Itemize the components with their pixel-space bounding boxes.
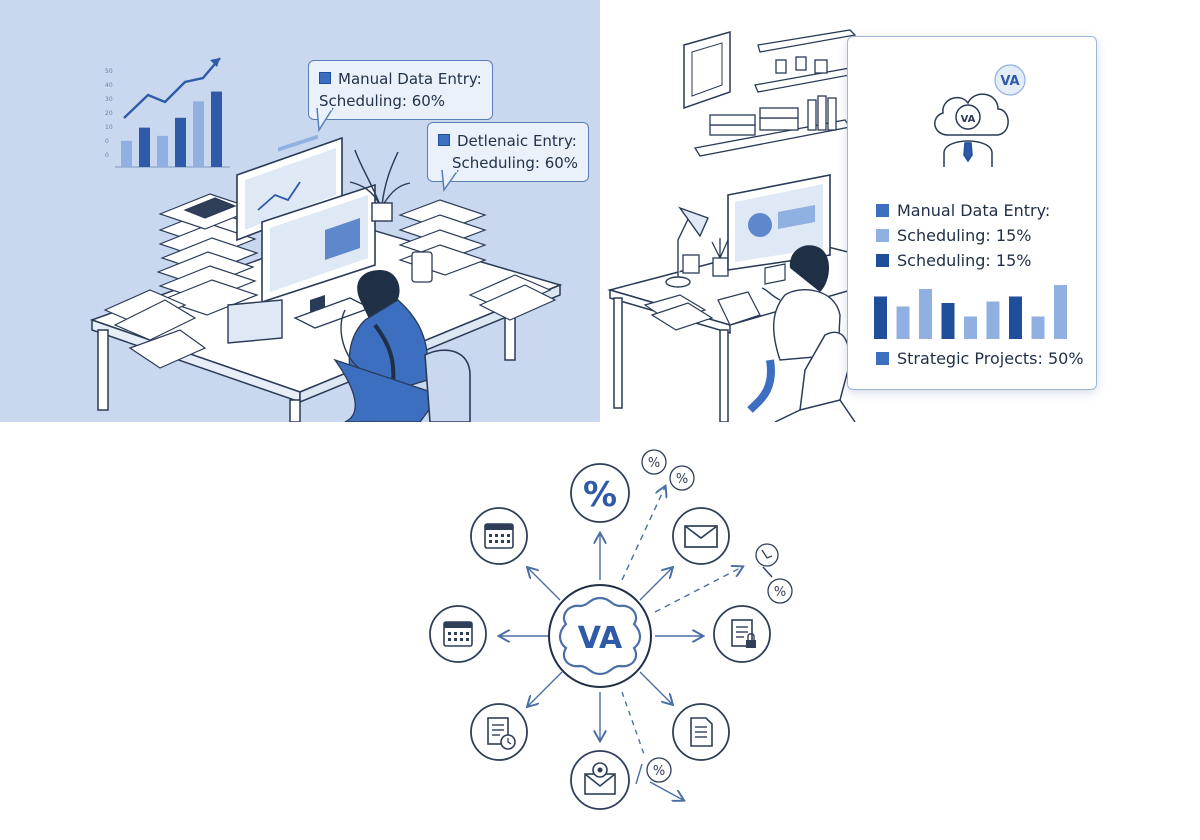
callout-line-1: Manual Data Entry:	[338, 70, 482, 88]
legend-square	[438, 134, 450, 146]
paper-stack-right	[398, 199, 557, 321]
va-hub-label: VA	[578, 621, 623, 656]
card-bar	[1031, 316, 1045, 339]
mini-chart-tick-label: 30	[105, 96, 113, 103]
small-percent-badge: %	[767, 578, 793, 604]
calm-desk-drawing	[607, 29, 923, 422]
legend-swatch	[876, 254, 889, 267]
papers-on-desk	[643, 291, 761, 331]
card-bar	[986, 301, 1000, 339]
badge-glyph: %	[676, 472, 688, 487]
busy-desk-drawing: 50 40 30 20 10 0 0	[89, 57, 563, 422]
card-bar	[941, 303, 955, 339]
small-percent-badge: %	[646, 757, 672, 783]
card-bar	[964, 316, 977, 339]
percent-glyph: %	[583, 475, 617, 515]
callout-tail	[441, 170, 459, 192]
legend-label: Scheduling: 15%	[897, 226, 1032, 245]
wall-frame	[683, 31, 731, 110]
small-percent-badge: %	[669, 465, 695, 491]
mini-chart-tick-label: 10	[105, 124, 113, 131]
mini-chart-tick-label: 0	[105, 152, 109, 159]
legend-swatch	[876, 229, 889, 242]
va-hub-center: VA	[548, 584, 652, 688]
legend-swatch	[876, 204, 889, 217]
mini-chart-tick-label: 40	[105, 82, 113, 89]
callout-line-2: Scheduling: 60%	[319, 92, 446, 110]
mini-chart-bar	[211, 91, 222, 167]
tablet	[227, 299, 283, 344]
busy-desk-illustration: 50 40 30 20 10 0 0	[0, 0, 600, 422]
badge-glyph: %	[653, 764, 665, 779]
phone	[411, 251, 433, 283]
callout-tail	[316, 108, 334, 132]
document-lock-icon	[713, 605, 771, 663]
calm-desk-illustration: VA VA Manual Data Entry: Scheduling: 15%…	[600, 0, 1200, 422]
mini-chart-bar	[193, 101, 204, 167]
va-badge: VA	[994, 64, 1026, 96]
office-chair	[424, 349, 471, 422]
callout-line-1: Detlenaic Entry:	[457, 132, 577, 150]
badge-glyph: %	[774, 585, 786, 600]
mini-chart-tick-label: 50	[105, 68, 113, 75]
hub-arrows	[500, 487, 773, 800]
mug	[682, 254, 700, 274]
card-bar	[919, 289, 932, 339]
card-bar	[1009, 296, 1022, 339]
person-icon	[943, 140, 993, 167]
legend-label: Strategic Projects: 50%	[897, 349, 1084, 368]
va-cloud-illustration: VA VA	[934, 64, 1026, 167]
person-at-calm-desk	[747, 245, 841, 413]
legend-swatch	[876, 352, 889, 365]
va-badge-label: VA	[1000, 74, 1019, 89]
va-hub-diagram: VA %	[0, 422, 1200, 840]
monitor-front	[261, 134, 376, 317]
paper-stack-left	[103, 193, 259, 369]
mini-chart-tick-label: 0	[105, 138, 109, 145]
plant	[711, 238, 729, 277]
background-mini-chart: 50 40 30 20 10 0 0	[105, 57, 230, 168]
callout-line-2: Scheduling: 60%	[452, 154, 579, 172]
document-clock-icon	[470, 703, 528, 761]
card-bar-chart	[874, 285, 1067, 339]
legend-square	[319, 72, 331, 84]
badge-glyph: %	[648, 456, 660, 471]
legend-item-scheduling: Scheduling: 15%	[876, 226, 1031, 245]
card-bar	[1054, 285, 1067, 339]
desk-lamp	[665, 206, 709, 288]
cloud-label: VA	[961, 114, 976, 125]
legend-item-scheduling-2: Scheduling: 15%	[876, 251, 1031, 270]
legend-item-strategic-projects: Strategic Projects: 50%	[876, 349, 1084, 368]
cloud-icon: VA	[934, 93, 1009, 136]
desk-plant	[349, 149, 411, 222]
callout-manual-data-entry: Manual Data Entry: Scheduling: 60%	[308, 60, 493, 120]
mini-chart-bar	[175, 117, 186, 167]
mini-chart-bar	[121, 140, 132, 167]
mini-chart-bar	[157, 135, 168, 167]
va-summary-card: VA VA Manual Data Entry: Scheduling: 15%…	[847, 36, 1097, 390]
legend-item-manual-data-entry: Manual Data Entry:	[876, 201, 1050, 220]
small-percent-badge: %	[641, 449, 667, 475]
mini-chart-tick-label: 20	[105, 110, 113, 117]
calendar-icon	[470, 507, 528, 565]
document-icon	[672, 703, 730, 761]
legend-label: Scheduling: 15%	[897, 251, 1032, 270]
mail-icon	[672, 507, 730, 565]
small-gauge-badge	[755, 543, 779, 567]
wall-shelves	[693, 29, 857, 157]
card-bar	[874, 296, 887, 339]
mini-chart-bar	[139, 127, 150, 167]
mail-notification-icon	[570, 750, 630, 810]
person-at-busy-desk	[333, 270, 442, 422]
calendar-icon	[429, 605, 487, 663]
card-bar	[896, 306, 910, 339]
percent-icon: %	[570, 463, 630, 523]
legend-label: Manual Data Entry:	[897, 201, 1051, 220]
va-hub-drawing: VA %	[429, 449, 793, 810]
